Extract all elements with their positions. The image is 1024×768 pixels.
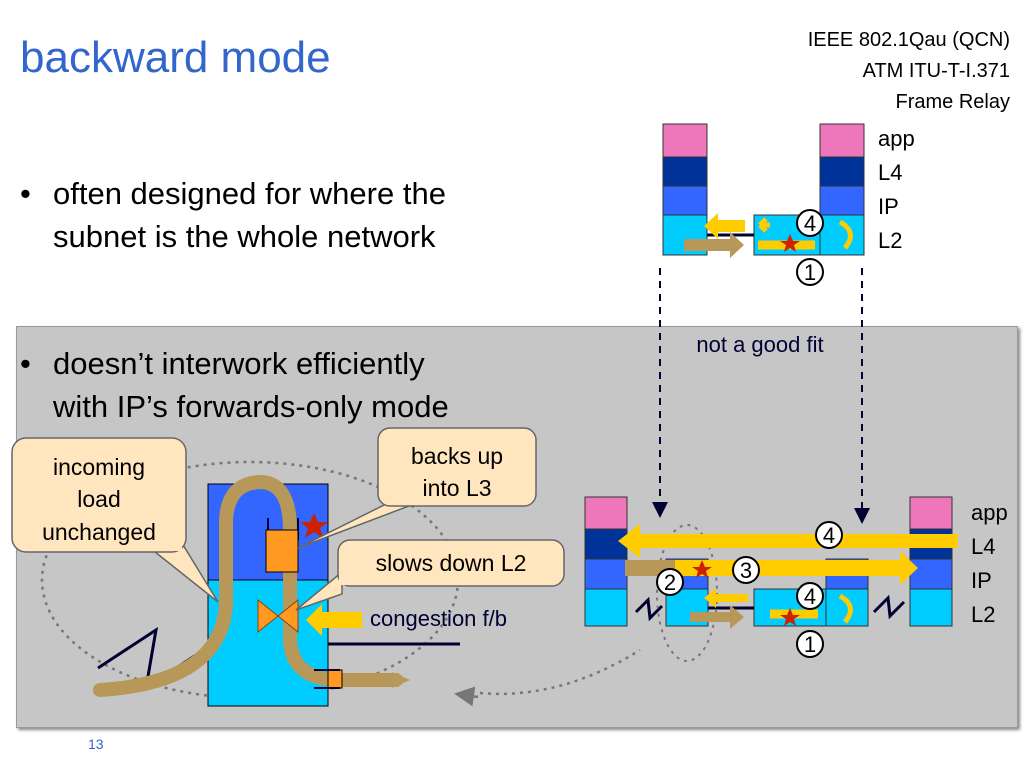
l3-queue [265, 529, 299, 573]
callout-slows-down-text: slows down L2 [376, 550, 527, 576]
packet-flow-head [392, 672, 410, 688]
top-right-host-stack [819, 123, 865, 256]
top-star [780, 234, 800, 252]
bottom-step-2-label: 2 [664, 570, 676, 595]
callout-incoming-line: unchanged [42, 519, 156, 545]
bottom-layer-app: app [971, 500, 1008, 525]
top-layer-ip: IP [878, 194, 899, 219]
reference-qcn: IEEE 802.1Qau (QCN) [807, 29, 1010, 51]
bullet-line: subnet is the whole network [53, 219, 436, 254]
output-queue [327, 669, 343, 689]
bottom-link-zigzag-right [872, 594, 906, 620]
bottom-router-star [692, 560, 712, 578]
bullet-line: doesn’t interwork efficiently [53, 346, 425, 381]
bottom-feedback-arrow-long [618, 524, 958, 558]
bottom-step-3-marker [732, 556, 760, 584]
top-step-4-marker [796, 209, 824, 237]
callout-backs-up: backs up into L3 [297, 427, 537, 549]
bottom-switch-star [780, 608, 800, 626]
top-layer-app: app [878, 126, 915, 151]
bottom-step-3-label: 3 [740, 558, 752, 583]
congestion-fb-label: congestion f/b [370, 606, 507, 631]
page-number: 13 [88, 736, 104, 752]
top-step-4-label: 4 [804, 211, 816, 236]
bullet-line: often designed for where the [53, 176, 446, 211]
bottom-layer-l4: L4 [971, 534, 995, 559]
callout-backs-up-line: backs up [411, 443, 503, 469]
reference-atm: ATM ITU-T-I.371 [862, 60, 1010, 82]
reference-frame-relay: Frame Relay [895, 91, 1010, 113]
callout-incoming-line: load [77, 486, 120, 512]
top-left-host-stack [662, 123, 708, 256]
not-good-fit-label: not a good fit [696, 332, 823, 357]
bottom-step-1-marker [796, 630, 824, 658]
bottom-step-4-lower-label: 4 [804, 584, 816, 609]
top-step-1-marker [796, 258, 824, 286]
bottom-step-1-label: 1 [804, 632, 816, 657]
l3-star [300, 513, 328, 538]
top-step-1-label: 1 [804, 260, 816, 285]
callout-incoming-load: incoming load unchanged [11, 437, 219, 603]
valve-right [277, 598, 299, 634]
top-switch-back-arrow [758, 217, 770, 233]
callout-backs-up-line: into L3 [422, 475, 491, 501]
callout-slows-down: slows down L2 [295, 539, 565, 611]
top-layer-l2: L2 [878, 228, 902, 253]
callout-incoming-line: incoming [53, 454, 145, 480]
bottom-switch-back-arrow [704, 588, 748, 608]
bullet-marker: • [20, 346, 31, 381]
bottom-link-zigzag-left [634, 596, 664, 622]
bottom-step-4-upper-marker [815, 521, 843, 549]
bullet-marker: • [20, 176, 31, 211]
bullet-subnet: • often designed for where the subnet is… [20, 172, 540, 262]
bottom-left-host-stack [584, 496, 628, 627]
bottom-data-arrow [690, 605, 744, 629]
bottom-step-4-upper-label: 4 [823, 523, 835, 548]
slide-title: backward mode [20, 33, 331, 82]
bottom-right-host-stack [909, 496, 953, 627]
bottom-layer-l2: L2 [971, 602, 995, 627]
top-loop-arrow [838, 219, 853, 250]
bottom-forward-arrow [625, 551, 918, 585]
bottom-loop-arrow [838, 593, 853, 624]
bottom-router-highlight [656, 524, 718, 662]
router-link-arrow [454, 686, 479, 707]
packet-flow-path [93, 474, 403, 697]
router-link-curve [479, 648, 641, 696]
valve-left [257, 598, 279, 634]
top-feedback-arrow [704, 213, 745, 239]
bullet-interwork: • doesn’t interwork efficiently with IP’… [20, 342, 560, 432]
bullet-line: with IP’s forwards-only mode [53, 389, 449, 424]
bottom-step-4-lower-marker [796, 582, 824, 610]
congestion-feedback-arrow [306, 604, 362, 636]
bottom-layer-ip: IP [971, 568, 992, 593]
bottom-step-2-marker [656, 568, 684, 596]
top-data-arrow [684, 232, 744, 258]
top-layer-l4: L4 [878, 160, 902, 185]
